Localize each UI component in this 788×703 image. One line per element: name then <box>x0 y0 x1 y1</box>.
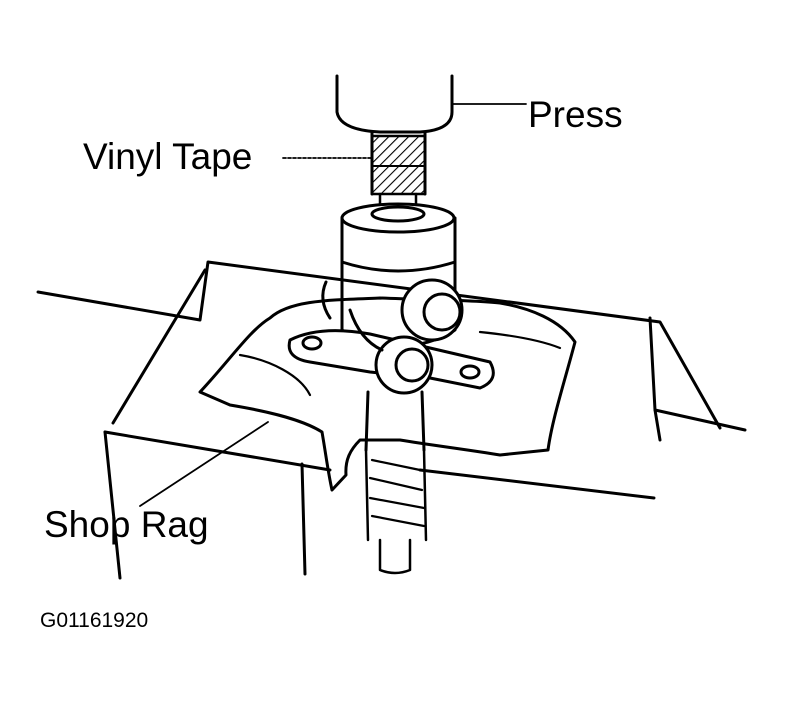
leader-lines <box>139 103 527 507</box>
work-bench <box>36 260 747 580</box>
figure-id: G01161920 <box>40 609 149 632</box>
press-label: Press <box>528 94 623 135</box>
vinyl-tape-label: Vinyl Tape <box>83 136 253 177</box>
shop-rag-label: Shop Rag <box>44 504 209 545</box>
shop-rag <box>198 296 577 492</box>
gear-housing <box>287 202 495 575</box>
